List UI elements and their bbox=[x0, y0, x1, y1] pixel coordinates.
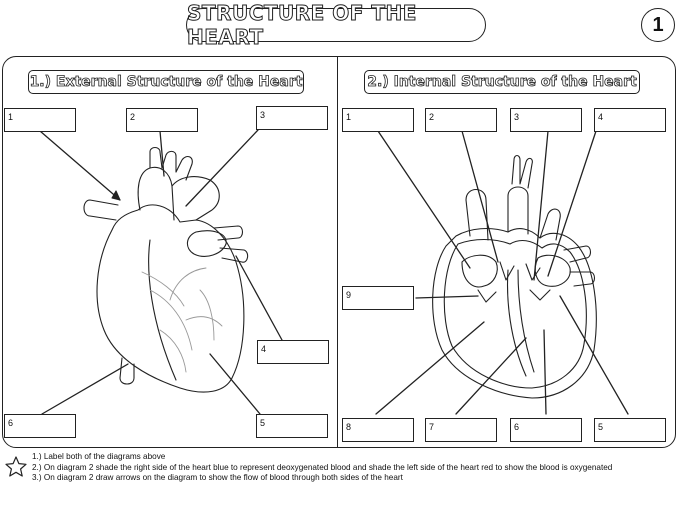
label-number: 2 bbox=[429, 112, 435, 122]
external-label-box-4[interactable]: 4 bbox=[257, 340, 329, 364]
internal-label-box-2[interactable]: 2 bbox=[425, 108, 497, 132]
internal-label-box-5[interactable]: 5 bbox=[594, 418, 666, 442]
internal-label-box-7[interactable]: 7 bbox=[425, 418, 497, 442]
label-number: 1 bbox=[8, 112, 14, 122]
internal-label-box-1[interactable]: 1 bbox=[342, 108, 414, 132]
label-number: 7 bbox=[429, 422, 435, 432]
internal-section-title: 2.) Internal Structure of the Heart bbox=[364, 70, 640, 94]
label-number: 6 bbox=[8, 418, 14, 428]
label-number: 9 bbox=[346, 290, 352, 300]
page-number: 1 bbox=[652, 13, 664, 36]
instruction-1: 1.) Label both of the diagrams above bbox=[32, 452, 166, 461]
label-number: 4 bbox=[261, 344, 267, 354]
internal-label-box-8[interactable]: 8 bbox=[342, 418, 414, 442]
label-number: 2 bbox=[130, 112, 136, 122]
label-number: 5 bbox=[598, 422, 604, 432]
external-section-title: 1.) External Structure of the Heart bbox=[28, 70, 304, 94]
page-title: STRUCTURE OF THE HEART bbox=[187, 1, 417, 50]
internal-label-box-9[interactable]: 9 bbox=[342, 286, 414, 310]
internal-section-title-text: 2.) Internal Structure of the Heart bbox=[367, 74, 637, 91]
page-number-badge: 1 bbox=[641, 8, 675, 42]
label-number: 6 bbox=[514, 422, 520, 432]
label-number: 1 bbox=[346, 112, 352, 122]
label-number: 5 bbox=[260, 418, 266, 428]
instruction-3: 3.) On diagram 2 draw arrows on the diag… bbox=[32, 473, 403, 482]
star-icon bbox=[5, 456, 27, 477]
page-title-banner: STRUCTURE OF THE HEART bbox=[186, 1, 486, 50]
label-number: 4 bbox=[598, 112, 604, 122]
external-label-box-1[interactable]: 1 bbox=[4, 108, 76, 132]
external-label-box-6[interactable]: 6 bbox=[4, 414, 76, 438]
external-label-box-3[interactable]: 3 bbox=[256, 106, 328, 130]
external-label-box-5[interactable]: 5 bbox=[256, 414, 328, 438]
internal-label-box-6[interactable]: 6 bbox=[510, 418, 582, 442]
internal-structure-panel bbox=[337, 56, 676, 448]
internal-label-box-3[interactable]: 3 bbox=[510, 108, 582, 132]
external-section-title-text: 1.) External Structure of the Heart bbox=[29, 74, 303, 91]
label-number: 3 bbox=[260, 110, 266, 120]
label-number: 8 bbox=[346, 422, 352, 432]
external-label-box-2[interactable]: 2 bbox=[126, 108, 198, 132]
label-number: 3 bbox=[514, 112, 520, 122]
internal-label-box-4[interactable]: 4 bbox=[594, 108, 666, 132]
instructions: 1.) Label both of the diagrams above 2.)… bbox=[32, 452, 672, 484]
instruction-2: 2.) On diagram 2 shade the right side of… bbox=[32, 462, 613, 472]
